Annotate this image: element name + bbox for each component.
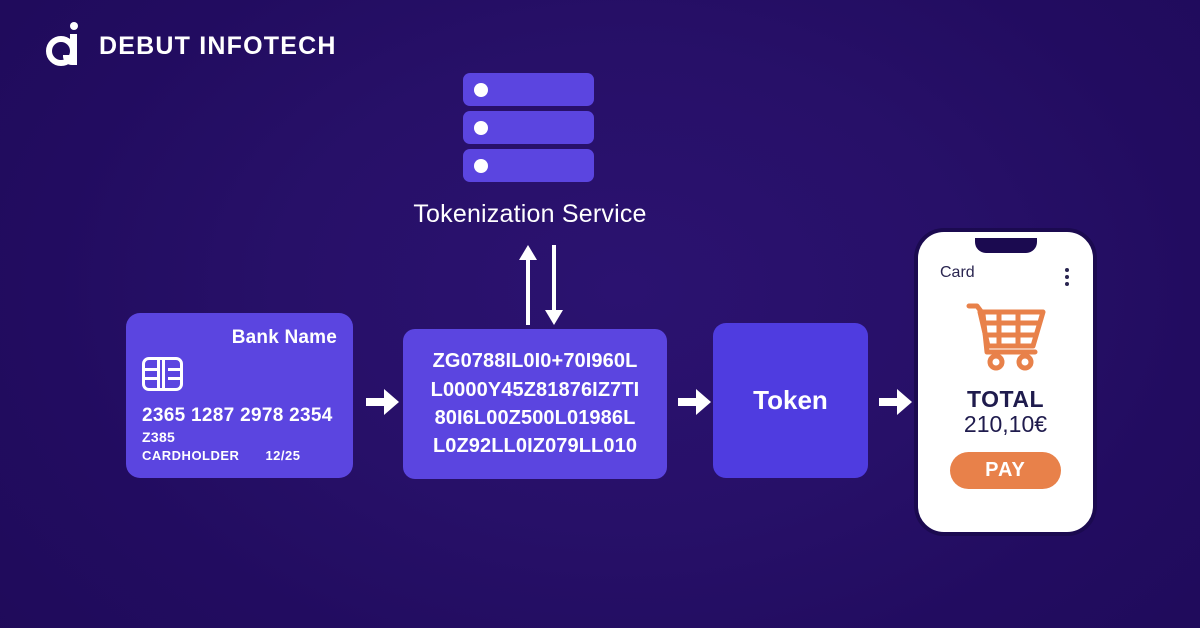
token-string-line: L0000Y45Z81876IZ7TI xyxy=(430,378,640,401)
phone-mockup: Card TOTAL 210,10€ PAY xyxy=(918,232,1093,532)
card-code: Z385 xyxy=(142,429,176,445)
phone-screen: Card TOTAL 210,10€ PAY xyxy=(924,238,1087,526)
bank-name: Bank Name xyxy=(231,327,337,348)
total-amount: 210,10€ xyxy=(963,411,1048,437)
status-led-icon xyxy=(474,158,488,173)
bank-card: Bank Name 2365 1287 2978 2354 Z385 CARDH… xyxy=(126,313,353,478)
token-string-line: 80I6L00Z500L01986L xyxy=(434,407,636,429)
card-number: 2365 1287 2978 2354 xyxy=(142,405,333,426)
server-bar xyxy=(463,73,594,106)
brand-name: DEBUT INFOTECH xyxy=(99,31,337,60)
arrow-right-icon xyxy=(678,389,711,415)
bidirectional-arrows xyxy=(505,245,565,325)
cardholder-label: CARDHOLDER xyxy=(142,448,240,463)
arrow-right-icon xyxy=(366,389,399,415)
emv-chip-icon xyxy=(142,357,183,391)
pay-button[interactable]: PAY xyxy=(950,452,1061,489)
shopping-cart-icon xyxy=(963,300,1049,372)
kebab-menu-icon[interactable] xyxy=(1065,264,1071,286)
brand-logo: DEBUT INFOTECH xyxy=(46,22,337,70)
screen-title: Card xyxy=(940,264,975,281)
token-string-line: ZG0788IL0I0+70I960L xyxy=(432,350,638,373)
card-expiry: 12/25 xyxy=(265,448,301,463)
token-box: Token xyxy=(713,323,868,478)
tokenization-service-label: Tokenization Service xyxy=(413,200,647,228)
server-bar xyxy=(463,111,594,144)
token-string-line: L0Z92LL0IZ079LL010 xyxy=(432,435,638,458)
arrow-right-icon xyxy=(879,389,912,415)
phone-notch xyxy=(974,238,1037,253)
status-led-icon xyxy=(474,82,488,97)
status-led-icon xyxy=(474,120,488,135)
debut-infotech-di-monogram-icon xyxy=(46,22,86,70)
token-string-box: ZG0788IL0I0+70I960L L0000Y45Z81876IZ7TI … xyxy=(403,329,667,479)
server-rack-icon xyxy=(463,73,594,187)
total-label: TOTAL xyxy=(966,386,1045,412)
token-label: Token xyxy=(753,385,828,415)
arrow-down-icon xyxy=(545,245,563,325)
server-bar xyxy=(463,149,594,182)
arrow-up-icon xyxy=(519,245,537,325)
